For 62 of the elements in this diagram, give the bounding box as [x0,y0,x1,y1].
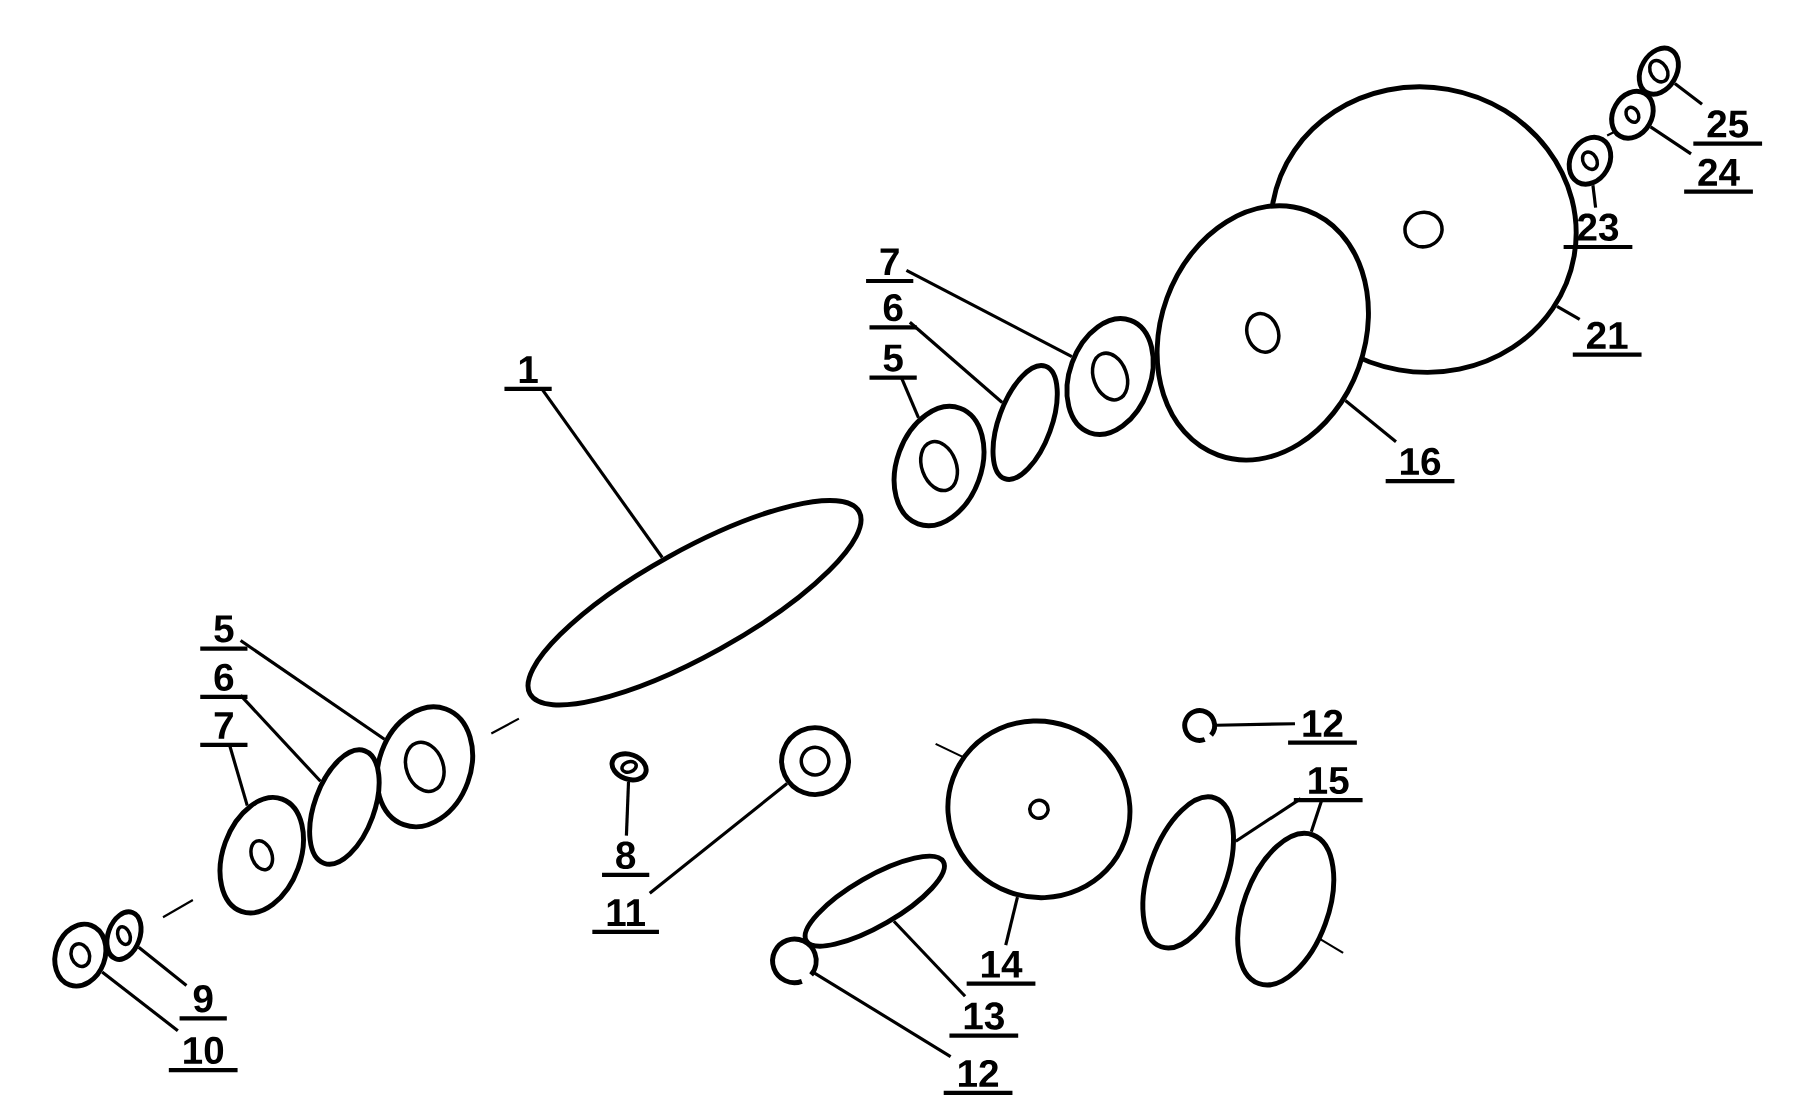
callout-number: 6 [869,293,917,330]
leader-line [648,782,789,895]
snap-ring [990,362,1060,482]
leader-line [1673,81,1703,106]
lock-washer [104,909,144,962]
leader-line [239,639,386,741]
callout-number: 6 [200,663,248,699]
key [609,751,649,783]
leader-line [101,970,179,1032]
callout-number: 15 [1293,766,1363,802]
piston [945,718,1133,900]
leader-line [1649,125,1692,155]
callout-number: 25 [1693,110,1763,146]
washer [1636,45,1681,97]
callout-number: 7 [200,712,248,747]
callout-number: 5 [869,344,917,380]
oil-seal [217,794,306,916]
piston-ring [1235,830,1337,988]
leader-line [1216,721,1295,727]
callout-number: 23 [1563,213,1633,249]
leader-line [624,781,631,836]
leader-line [1234,797,1302,843]
washer [1609,88,1656,141]
leader-line [137,945,188,987]
circlip [770,936,819,985]
leader-line [905,268,1073,358]
callout-number: 11 [592,899,659,934]
leader-line [1004,896,1019,946]
leader-line [239,694,322,783]
callout-number: 5 [200,615,248,651]
bearing [1064,316,1156,437]
leader-line [1309,799,1324,833]
leader-line [227,744,249,806]
callout-number: 8 [602,841,650,877]
leader-line [1591,184,1598,208]
callout-number: 10 [168,1036,238,1072]
snap-ring [307,747,382,867]
callout-number: 14 [966,950,1036,986]
leader-line [1344,398,1397,443]
leader-line [908,320,1004,404]
callout-number: 16 [1385,447,1455,484]
crankshaft [525,498,864,707]
callout-number: 13 [949,1002,1019,1038]
bearing [891,403,987,528]
piston-ring [1140,794,1236,951]
leader-line [1556,304,1581,321]
leader-line [892,920,967,998]
needle-bearing [779,725,851,797]
piston-pin [802,853,947,949]
callout-number: 9 [179,984,227,1021]
bearing [374,704,475,829]
callout-number: 21 [1572,321,1642,357]
leader-line [813,971,952,1058]
nut [52,921,109,989]
callout-number: 24 [1684,158,1753,194]
leader-line [899,376,920,419]
needle-bearing [1566,134,1614,187]
circlip [1182,708,1217,743]
callout-number: 12 [943,1059,1013,1095]
callout-number: 7 [866,248,914,283]
callout-number: 12 [1288,709,1357,745]
callout-number: 1 [504,356,552,391]
